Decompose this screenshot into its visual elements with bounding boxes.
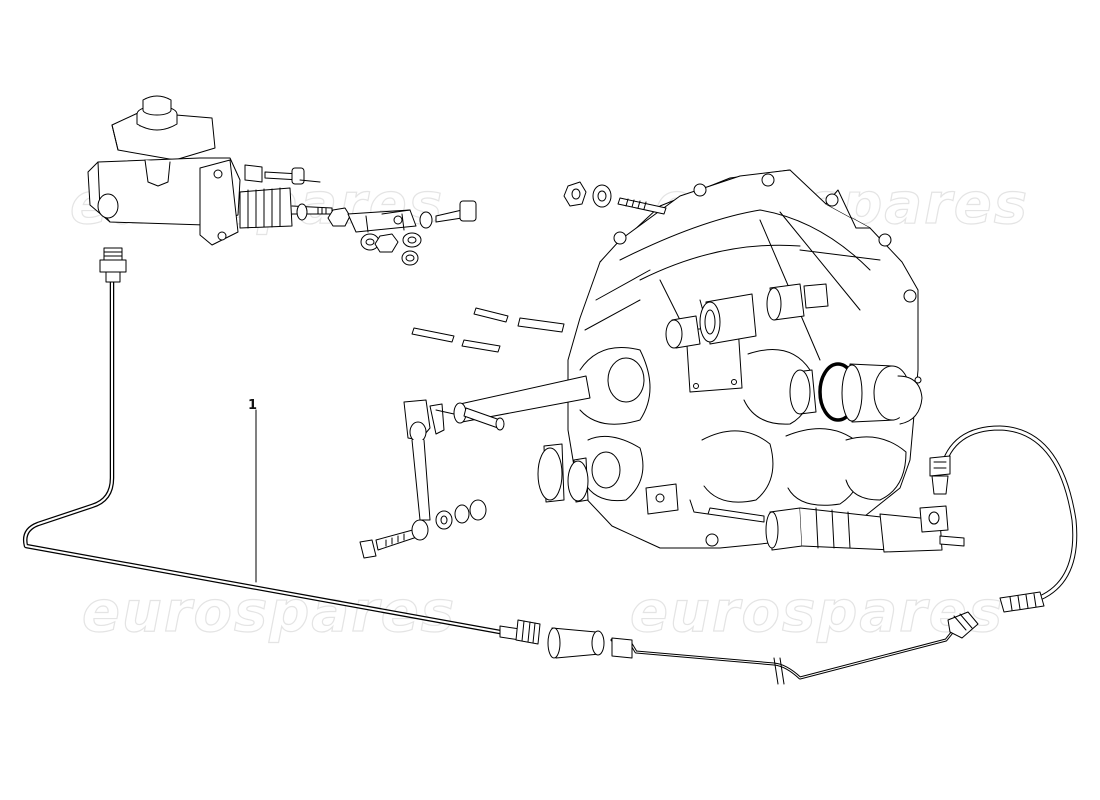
reservoir-bolt-shank	[299, 179, 321, 183]
clutch-master-cylinder[interactable]	[87, 95, 333, 246]
housing-stud-nut-washer[interactable]	[563, 181, 667, 215]
lever-bolt-set[interactable]	[359, 499, 487, 559]
callout-1[interactable]: 1	[248, 398, 258, 413]
slave-pipe[interactable]	[610, 611, 979, 685]
gearbox-bell-housing[interactable]	[567, 169, 919, 549]
flexible-hose[interactable]	[929, 425, 1078, 613]
housing-bushes[interactable]	[665, 283, 923, 425]
master-cylinder-fixings[interactable]	[244, 164, 477, 266]
roll-pins[interactable]	[411, 307, 565, 353]
pipe-union-sleeve[interactable]	[547, 627, 605, 659]
clutch-hydraulic-pipe[interactable]	[23, 247, 541, 645]
clutch-slave-cylinder[interactable]	[645, 483, 965, 553]
loose-bushes[interactable]	[537, 443, 589, 503]
release-shaft-lever[interactable]	[403, 375, 591, 521]
